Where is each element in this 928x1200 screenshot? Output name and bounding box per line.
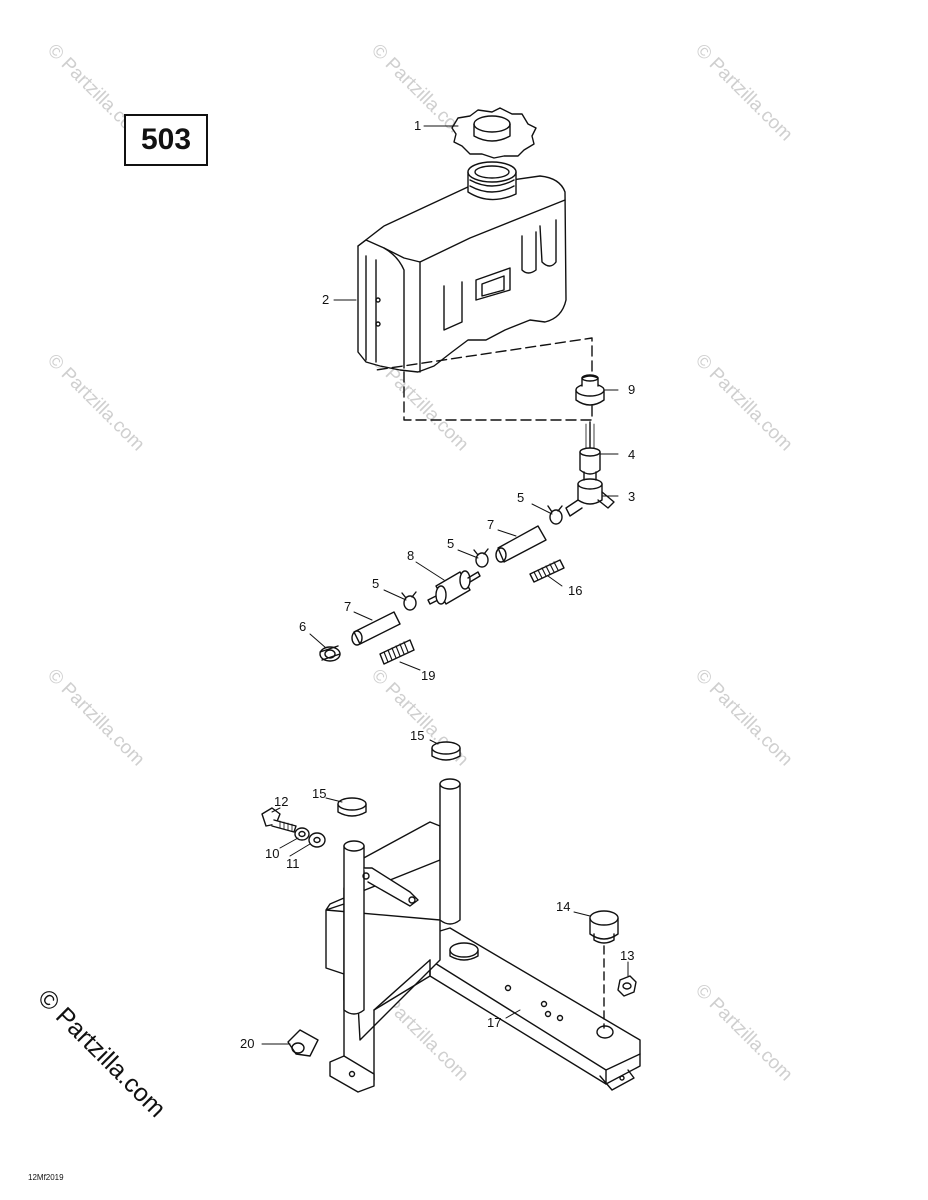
callout-labels: 1 2 3 4 5 5 5 6 7 7 8 9 10 11 12 13 14 1… (240, 118, 635, 1051)
callout-15: 15 (312, 786, 326, 801)
part-hose-clamp[interactable] (401, 591, 417, 611)
callout-14: 14 (556, 899, 570, 914)
callout-5: 5 (372, 576, 379, 591)
part-grommet[interactable] (431, 741, 461, 761)
callout-7: 7 (487, 517, 494, 532)
leader-lines (261, 125, 629, 1045)
part-lock-washer[interactable] (308, 832, 326, 848)
callout-16: 16 (568, 583, 582, 598)
part-support-bracket[interactable] (325, 778, 641, 1093)
callout-8: 8 (407, 548, 414, 563)
part-hose-clamp[interactable] (547, 505, 563, 525)
callout-7: 7 (344, 599, 351, 614)
callout-15: 15 (410, 728, 424, 743)
part-cable-clip[interactable] (287, 1029, 319, 1057)
part-strainer[interactable] (579, 421, 601, 475)
part-hose-clamp[interactable] (473, 548, 489, 568)
part-hose-fitting[interactable] (319, 645, 341, 662)
part-grommet-large[interactable] (589, 910, 619, 944)
part-spring[interactable] (529, 559, 565, 583)
drawing-id: 12Mf2019 (28, 1173, 64, 1182)
part-washer[interactable] (294, 827, 310, 841)
part-valve-fitting[interactable] (565, 471, 615, 517)
callout-20: 20 (240, 1036, 254, 1051)
callout-9: 9 (628, 382, 635, 397)
part-nut[interactable] (617, 975, 637, 997)
callout-5: 5 (447, 536, 454, 551)
callout-4: 4 (628, 447, 635, 462)
callout-6: 6 (299, 619, 306, 634)
part-oil-tank[interactable] (357, 161, 567, 373)
callout-3: 3 (628, 489, 635, 504)
part-grommet[interactable] (337, 797, 367, 817)
callout-1: 1 (414, 118, 421, 133)
part-fuel-hose[interactable] (495, 525, 547, 563)
callout-13: 13 (620, 948, 634, 963)
page-number-box: 503 (124, 114, 208, 166)
callout-2: 2 (322, 292, 329, 307)
callout-12: 12 (274, 794, 288, 809)
part-bolt[interactable] (261, 807, 297, 833)
part-spring[interactable] (379, 639, 415, 665)
callout-19: 19 (421, 668, 435, 683)
part-tank-cap[interactable] (451, 107, 537, 159)
callout-17: 17 (487, 1015, 501, 1030)
part-fuel-hose[interactable] (351, 611, 401, 646)
part-grommet-top[interactable] (575, 374, 605, 406)
connection-line (375, 337, 593, 421)
callout-11: 11 (286, 856, 300, 871)
part-fuel-filter[interactable] (427, 570, 481, 605)
callout-5: 5 (517, 490, 524, 505)
callout-10: 10 (265, 846, 279, 861)
